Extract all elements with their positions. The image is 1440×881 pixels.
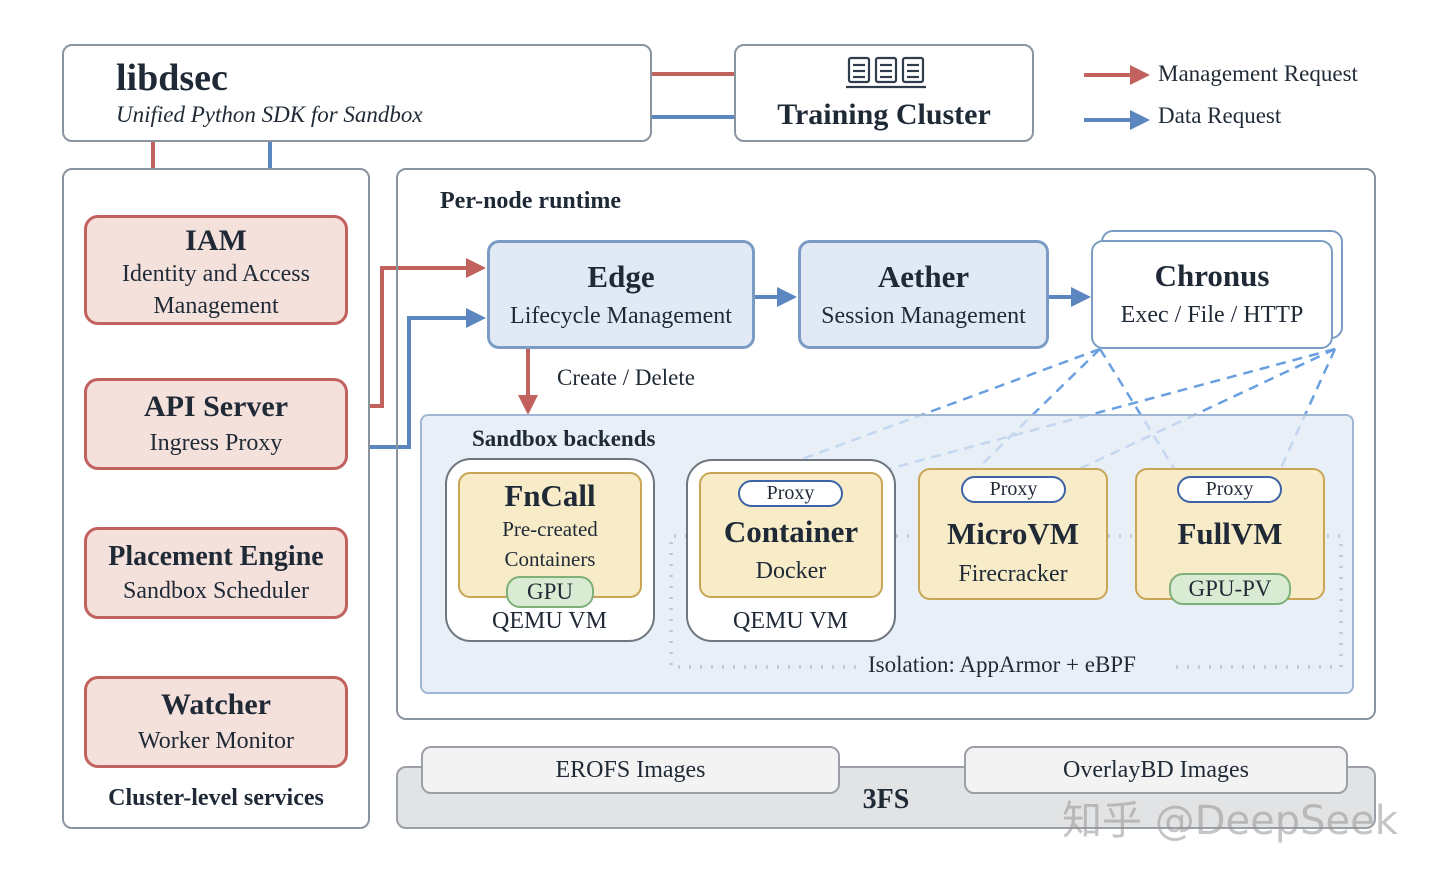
iam-box: IAM Identity and Access Management	[84, 215, 348, 325]
isolation-label: Isolation: AppArmor + eBPF	[868, 652, 1136, 677]
create-delete-label: Create / Delete	[557, 365, 695, 390]
3fs-label: 3FS	[862, 784, 910, 815]
cluster-services-caption: Cluster-level services	[108, 785, 324, 811]
chronus-box: Chronus Exec / File / HTTP	[1091, 240, 1333, 349]
overlaybd-images-box: OverlayBD Images	[964, 746, 1348, 794]
fullvm-proxy-badge[interactable]: Proxy	[1177, 476, 1282, 503]
training-cluster-box: Training Cluster	[734, 44, 1034, 142]
legend-data-label: Data Request	[1158, 103, 1282, 128]
libdsec-box: libdsec Unified Python SDK for Sandbox	[62, 44, 652, 142]
container-sub: Docker	[755, 558, 827, 584]
fullvm-gpu-pv-badge: GPU-PV	[1169, 573, 1291, 605]
watcher-box: Watcher Worker Monitor	[84, 676, 348, 768]
edge-sub: Lifecycle Management	[510, 303, 732, 329]
fncall-line1: Pre-created	[502, 517, 598, 541]
aether-box: Aether Session Management	[798, 240, 1049, 349]
aether-title: Aether	[877, 259, 970, 294]
fncall-title: FnCall	[504, 478, 596, 513]
api-server-box: API Server Ingress Proxy	[84, 378, 348, 470]
edge-title: Edge	[587, 259, 655, 294]
watcher-sub: Worker Monitor	[137, 728, 295, 754]
placement-engine-box: Placement Engine Sandbox Scheduler	[84, 527, 348, 619]
placement-engine-title: Placement Engine	[108, 541, 324, 572]
microvm-title: MicroVM	[947, 516, 1079, 551]
per-node-runtime-panel: Per-node runtime	[396, 168, 1376, 720]
container-title: Container	[723, 514, 859, 549]
server-rack-icon	[846, 56, 926, 90]
fncall-line2: Containers	[504, 547, 596, 571]
watermark-text: 知乎 @DeepSeek	[1062, 798, 1398, 844]
iam-line1: Identity and Access	[122, 261, 310, 287]
erofs-images-label: EROFS Images	[555, 757, 706, 783]
placement-engine-sub: Sandbox Scheduler	[123, 578, 309, 604]
chronus-sub: Exec / File / HTTP	[1120, 302, 1304, 328]
iam-title: IAM	[185, 224, 247, 257]
container-qemu-vm-label: QEMU VM	[733, 608, 848, 634]
sandbox-backends-caption: Sandbox backends	[472, 426, 656, 451]
container-proxy-badge[interactable]: Proxy	[738, 480, 843, 507]
fullvm-title: FullVM	[1177, 516, 1283, 551]
fncall-gpu-badge: GPU	[506, 576, 594, 608]
api-server-sub: Ingress Proxy	[149, 430, 283, 456]
legend-management-label: Management Request	[1158, 61, 1358, 86]
per-node-runtime-caption: Per-node runtime	[440, 188, 622, 214]
libdsec-title: libdsec	[116, 57, 228, 99]
libdsec-subtitle: Unified Python SDK for Sandbox	[116, 102, 423, 127]
overlaybd-images-label: OverlayBD Images	[1063, 757, 1249, 783]
iam-line2: Management	[153, 293, 279, 319]
watcher-title: Watcher	[161, 688, 271, 721]
microvm-box: MicroVM Firecracker	[918, 468, 1108, 600]
microvm-sub: Firecracker	[958, 561, 1068, 587]
erofs-images-box: EROFS Images	[421, 746, 840, 794]
microvm-proxy-badge[interactable]: Proxy	[961, 476, 1066, 503]
edge-box: Edge Lifecycle Management	[487, 240, 755, 349]
aether-sub: Session Management	[821, 303, 1026, 329]
api-server-title: API Server	[143, 390, 289, 423]
chronus-title: Chronus	[1154, 258, 1270, 293]
training-cluster-label: Training Cluster	[777, 98, 991, 131]
fncall-qemu-vm-label: QEMU VM	[492, 608, 607, 634]
api-edge-data-arrow	[347, 308, 486, 449]
